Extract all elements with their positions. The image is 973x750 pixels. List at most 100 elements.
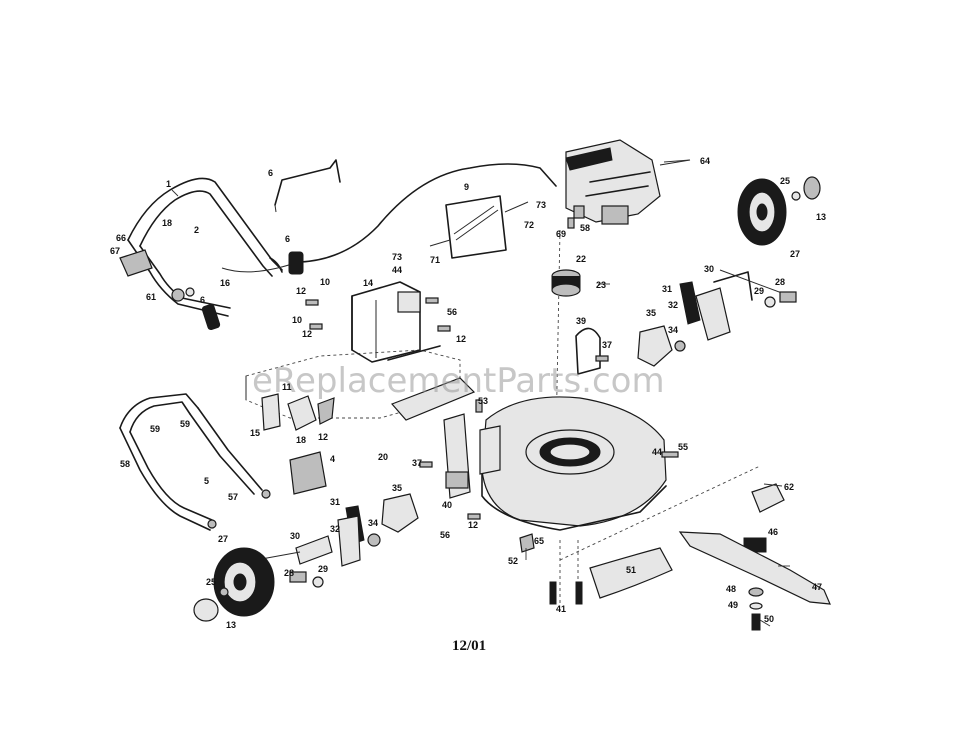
callout-13: 13 (816, 212, 826, 222)
front-axle (295, 535, 333, 565)
callout-23: 23 (596, 280, 606, 290)
callout-73: 73 (392, 252, 402, 262)
callout-25: 25 (780, 176, 790, 186)
rear-flap-parts (261, 393, 335, 431)
callout-18: 18 (296, 435, 306, 445)
callout-12: 12 (456, 334, 466, 344)
baffle (575, 327, 601, 375)
callout-6: 6 (285, 234, 290, 244)
lower-handle (119, 393, 271, 531)
throttle-cable (299, 163, 557, 263)
cutting-blade (678, 531, 831, 605)
leader-lines (171, 159, 790, 627)
callout-30: 30 (290, 531, 300, 541)
callout-34: 34 (668, 325, 678, 335)
callout-12: 12 (318, 432, 328, 442)
engine (565, 139, 691, 225)
callout-27: 27 (790, 249, 800, 259)
callout-53: 53 (478, 396, 488, 406)
callout-57: 57 (228, 492, 238, 502)
rear-deflector (589, 547, 673, 599)
date-code: 12/01 (452, 638, 486, 654)
callout-1: 1 (166, 179, 171, 189)
callout-25: 25 (206, 577, 216, 587)
callout-10: 10 (320, 277, 330, 287)
callout-11: 11 (282, 382, 292, 392)
bag-adapter (289, 451, 327, 495)
callout-35: 35 (392, 483, 402, 493)
callout-47: 47 (812, 582, 822, 592)
callout-6: 6 (200, 295, 205, 305)
callout-37: 37 (412, 458, 422, 468)
callout-56: 56 (440, 530, 450, 540)
callout-16: 16 (220, 278, 230, 288)
callout-29: 29 (318, 564, 328, 574)
watermark: eReplacementParts.com (252, 361, 665, 401)
callout-15: 15 (250, 428, 260, 438)
callout-18: 18 (162, 218, 172, 228)
cable-bracket (429, 195, 529, 259)
callout-12: 12 (296, 286, 306, 296)
callout-49: 49 (728, 600, 738, 610)
callout-31: 31 (662, 284, 672, 294)
callout-48: 48 (726, 584, 736, 594)
adjuster-plate-right (637, 325, 673, 367)
callout-55: 55 (678, 442, 688, 452)
blade-adapter-bottom (743, 483, 785, 553)
rear-wheel-right (737, 176, 821, 246)
callout-67: 67 (110, 246, 120, 256)
callout-34: 34 (368, 518, 378, 528)
callout-9: 9 (464, 182, 469, 192)
callout-65: 65 (534, 536, 544, 546)
callout-12: 12 (468, 520, 478, 530)
callout-59: 59 (150, 424, 160, 434)
callout-30: 30 (704, 264, 714, 274)
callout-58: 58 (580, 223, 590, 233)
callout-50: 50 (764, 614, 774, 624)
callout-56: 56 (447, 307, 457, 317)
callouts: 1 6 6 6 9 64 73 72 73 71 69 58 25 13 27 … (110, 156, 826, 630)
height-adjuster-left (337, 505, 365, 567)
callout-59: 59 (180, 419, 190, 429)
callout-20: 20 (378, 452, 388, 462)
callout-41: 41 (556, 604, 566, 614)
callout-28: 28 (775, 277, 785, 287)
callout-62: 62 (784, 482, 794, 492)
screws (305, 217, 679, 520)
rear-deflector-bracket (351, 281, 441, 363)
callout-39: 39 (576, 316, 586, 326)
callout-32: 32 (668, 300, 678, 310)
handle-knobs (119, 249, 304, 330)
callout-6: 6 (268, 168, 273, 178)
callout-72: 72 (524, 220, 534, 230)
callout-64: 64 (700, 156, 710, 166)
callout-52: 52 (508, 556, 518, 566)
callout-66: 66 (116, 233, 126, 243)
callout-2: 2 (194, 225, 199, 235)
callout-73: 73 (536, 200, 546, 210)
callout-12: 12 (302, 329, 312, 339)
callout-10: 10 (292, 315, 302, 325)
callout-32: 32 (330, 524, 340, 534)
callout-61: 61 (146, 292, 156, 302)
callout-58: 58 (120, 459, 130, 469)
callout-27: 27 (218, 534, 228, 544)
callout-69: 69 (556, 229, 566, 239)
callout-13: 13 (226, 620, 236, 630)
front-wheel-left (193, 547, 275, 622)
blade-adapter-top (551, 269, 581, 297)
callout-14: 14 (363, 278, 373, 288)
callout-51: 51 (626, 565, 636, 575)
callout-22: 22 (576, 254, 586, 264)
callout-40: 40 (442, 500, 452, 510)
callout-71: 71 (430, 255, 440, 265)
callout-35: 35 (646, 308, 656, 318)
callout-31: 31 (330, 497, 340, 507)
callout-44: 44 (652, 447, 662, 457)
callout-29: 29 (754, 286, 764, 296)
callout-46: 46 (768, 527, 778, 537)
blade-bolt-stack (748, 587, 764, 631)
rear-door (390, 377, 476, 421)
adjuster-plate-left (381, 493, 419, 533)
